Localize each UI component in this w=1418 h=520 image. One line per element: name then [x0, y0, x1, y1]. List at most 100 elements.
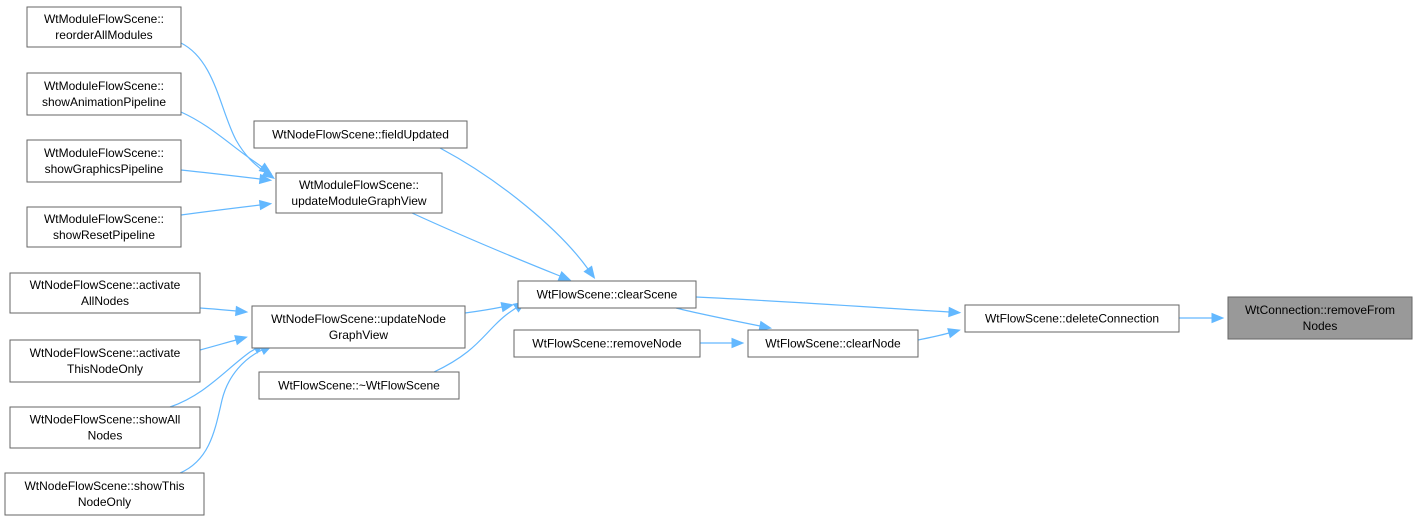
- node-label: WtFlowScene::~WtFlowScene: [278, 379, 440, 393]
- edge-showGraphicsPipeline-to-updateModuleGraphView: [180, 169, 273, 185]
- arrowhead-icon: [258, 173, 273, 185]
- arrowhead-icon: [235, 305, 249, 317]
- node-removeNode[interactable]: WtFlowScene::removeNode: [513, 329, 701, 358]
- node-showResetPipeline[interactable]: WtModuleFlowScene::showResetPipeline: [26, 206, 182, 248]
- node-box: [747, 329, 919, 358]
- node-label: WtFlowScene::removeNode: [532, 337, 682, 351]
- edge-deleteConnection-to-removeFromNodes: [1179, 312, 1225, 324]
- edge-showAnimationPipeline-to-updateModuleGraphView: [180, 111, 273, 175]
- node-box: [964, 304, 1180, 333]
- arrowhead-icon: [557, 270, 572, 281]
- node-label: WtNodeFlowScene::showAll: [30, 413, 181, 427]
- node-reorderAllModules[interactable]: WtModuleFlowScene::reorderAllModules: [26, 6, 182, 48]
- node-clearNode[interactable]: WtFlowScene::clearNode: [747, 329, 919, 358]
- arrowhead-icon: [1211, 312, 1225, 324]
- edge-line: [464, 306, 503, 314]
- node-label: AllNodes: [81, 294, 129, 308]
- node-label: WtConnection::removeFrom: [1245, 303, 1395, 317]
- node-showGraphicsPipeline[interactable]: WtModuleFlowScene::showGraphicsPipeline: [26, 139, 182, 183]
- arrowhead-icon: [258, 162, 273, 175]
- node-label: WtFlowScene::deleteConnection: [985, 312, 1159, 326]
- edge-line: [199, 307, 237, 312]
- node-box: [9, 339, 201, 383]
- node-box: [4, 472, 205, 516]
- node-showAnimationPipeline[interactable]: WtModuleFlowScene::showAnimationPipeline: [26, 72, 182, 116]
- edge-activateAllNodes-to-updateNodeGraphView: [199, 305, 249, 317]
- node-box: [258, 371, 460, 400]
- node-box: [9, 272, 201, 314]
- node-box: [9, 406, 201, 449]
- node-label: ThisNodeOnly: [67, 362, 143, 376]
- arrowhead-icon: [948, 306, 962, 318]
- edge-line: [169, 348, 256, 408]
- node-dtor[interactable]: WtFlowScene::~WtFlowScene: [258, 371, 460, 400]
- edge-clearScene-to-deleteConnection: [695, 296, 962, 318]
- edge-line: [917, 332, 950, 341]
- edge-showResetPipeline-to-updateModuleGraphView: [180, 199, 273, 216]
- edge-line: [180, 42, 266, 173]
- edge-activateThisNodeOnly-to-updateNodeGraphView: [199, 335, 248, 351]
- edge-line: [439, 147, 589, 270]
- node-label: showGraphicsPipeline: [45, 162, 164, 176]
- node-box: [26, 139, 182, 183]
- node-label: GraphView: [329, 328, 388, 342]
- node-fieldUpdated[interactable]: WtNodeFlowScene::fieldUpdated: [253, 120, 468, 149]
- node-label: WtFlowScene::clearScene: [537, 288, 678, 302]
- edge-line: [180, 111, 263, 168]
- node-label: Nodes: [88, 429, 123, 443]
- node-label: WtNodeFlowScene::updateNode: [271, 312, 446, 326]
- edge-clearNode-to-deleteConnection: [917, 328, 961, 341]
- node-label: WtNodeFlowScene::showThis: [24, 479, 184, 493]
- arrowhead-icon: [758, 320, 773, 332]
- node-box: [253, 120, 468, 149]
- node-label: WtNodeFlowScene::activate: [30, 278, 181, 292]
- node-label: reorderAllModules: [55, 28, 152, 42]
- node-box: [251, 305, 466, 349]
- node-box: [26, 6, 182, 48]
- node-label: WtModuleFlowScene::: [299, 178, 419, 192]
- edge-reorderAllModules-to-updateModuleGraphView: [180, 42, 276, 180]
- edge-updateModuleGraphView-to-clearScene: [411, 212, 572, 281]
- arrowhead-icon: [234, 335, 248, 346]
- edge-fieldUpdated-to-clearScene: [439, 147, 596, 280]
- arrowhead-icon: [583, 265, 596, 280]
- edge-line: [411, 212, 561, 277]
- node-label: WtModuleFlowScene::: [44, 79, 164, 93]
- node-label: WtFlowScene::clearNode: [765, 337, 901, 351]
- edge-line: [179, 349, 263, 474]
- node-box: [513, 329, 701, 358]
- node-updateModuleGraphView[interactable]: WtModuleFlowScene::updateModuleGraphView: [275, 172, 443, 214]
- node-label: WtNodeFlowScene::activate: [30, 346, 181, 360]
- node-label: showResetPipeline: [53, 228, 155, 242]
- node-label: WtModuleFlowScene::: [44, 12, 164, 26]
- arrowhead-icon: [947, 328, 961, 339]
- node-box: [26, 72, 182, 116]
- edge-line: [695, 296, 950, 313]
- edge-line: [180, 204, 261, 216]
- edge-line: [433, 307, 517, 373]
- edge-updateNodeGraphView-to-clearScene: [464, 301, 515, 314]
- node-box: [26, 206, 182, 248]
- edge-clearScene-to-clearNode: [675, 307, 773, 332]
- edge-line: [180, 169, 261, 180]
- node-label: WtModuleFlowScene::: [44, 146, 164, 160]
- node-clearScene[interactable]: WtFlowScene::clearScene: [517, 280, 697, 309]
- node-label: WtModuleFlowScene::: [44, 212, 164, 226]
- node-box: [517, 280, 697, 309]
- edge-line: [199, 339, 237, 351]
- arrowhead-icon: [731, 337, 745, 349]
- edge-line: [675, 307, 761, 327]
- node-deleteConnection[interactable]: WtFlowScene::deleteConnection: [964, 304, 1180, 333]
- node-box: [275, 172, 443, 214]
- node-label: showAnimationPipeline: [42, 95, 166, 109]
- node-label: Nodes: [1303, 319, 1338, 333]
- arrowhead-icon: [258, 199, 273, 211]
- node-label: updateModuleGraphView: [291, 194, 427, 208]
